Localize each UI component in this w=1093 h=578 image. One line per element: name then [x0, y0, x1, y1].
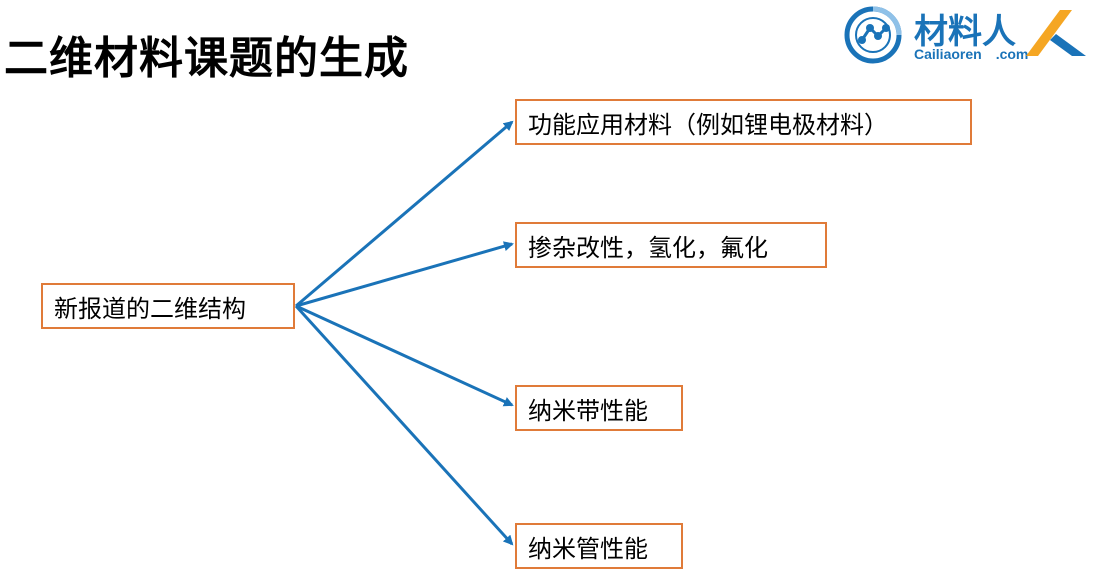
- arrow-to-target-1: [295, 120, 514, 308]
- logo-name: 材料人: [914, 12, 1016, 52]
- logo-subtitle: Cailiaoren .com: [914, 46, 1028, 62]
- target-node-doping: 掺杂改性，氢化，氟化: [515, 222, 827, 268]
- logo-icon: [844, 6, 902, 64]
- target-node-nanoribbon: 纳米带性能: [515, 385, 683, 431]
- page-title: 二维材料课题的生成: [4, 33, 409, 84]
- arrow-to-target-4: [294, 304, 514, 546]
- arrow-to-target-2: [295, 241, 514, 308]
- logo-accent-icon: [1026, 10, 1086, 56]
- logo-latin: Cailiaoren: [914, 46, 982, 62]
- logo-domain: .com: [995, 46, 1029, 62]
- target-node-nanotube: 纳米管性能: [515, 523, 683, 569]
- target-node-functional-materials: 功能应用材料（例如锂电极材料）: [515, 99, 972, 145]
- arrow-to-target-3: [295, 304, 514, 407]
- source-node: 新报道的二维结构: [41, 283, 295, 329]
- logo: 材料人 Cailiaoren .com: [842, 4, 1086, 66]
